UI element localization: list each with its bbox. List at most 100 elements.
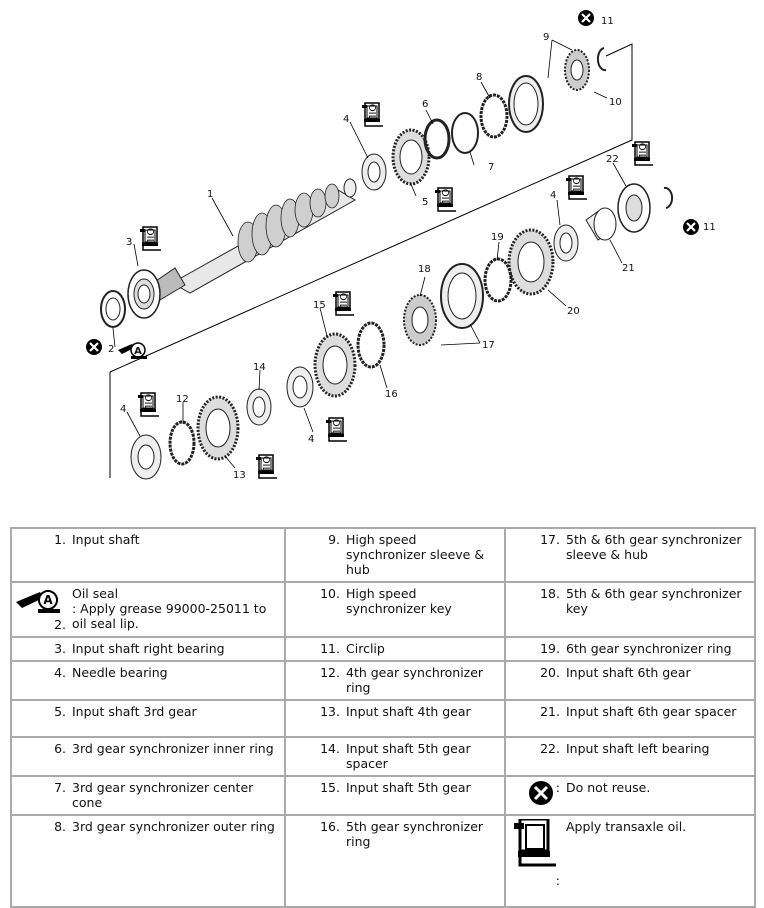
- legend-cell: 22.Input shaft left bearing: [504, 736, 756, 777]
- callout-10: 10: [609, 97, 622, 108]
- do-not-reuse-icon: [84, 337, 104, 357]
- callout-17: 17: [482, 340, 495, 351]
- legend-number: 10.: [320, 586, 340, 601]
- parts-legend-table: 1. Input shaft 9. High speed synchronizer s…: [10, 527, 756, 908]
- oil-can-icon: [255, 454, 278, 479]
- legend-cell: 9. High speed synchronizer sleeve & hub: [284, 527, 506, 583]
- legend-number: 21.: [540, 704, 560, 719]
- svg-text:A: A: [134, 346, 142, 357]
- legend-cell: 20. Input shaft 6th gear: [504, 660, 756, 701]
- circlip-upper: [596, 47, 607, 72]
- callout-16: 16: [385, 389, 398, 400]
- legend-cell: 5.Input shaft 3rd gear: [10, 699, 286, 738]
- legend-number: 3.: [54, 641, 66, 656]
- legend-description: Input shaft right bearing: [72, 641, 225, 656]
- oil-seal: [100, 290, 126, 328]
- input-shaft-6th-gear: [507, 228, 555, 296]
- callout-13: 13: [233, 470, 246, 481]
- legend-number: 7.: [54, 780, 66, 795]
- legend-description: 5th & 6th gear synchronizer key: [566, 586, 742, 616]
- legend-description: Input shaft 6th gear: [566, 665, 691, 680]
- oil-can-icon: [434, 187, 457, 212]
- legend-cell: :Apply transaxle oil.: [504, 814, 756, 908]
- legend-cell: 16.5th gear synchronizer ring: [284, 814, 506, 908]
- legend-number: 4.: [54, 665, 66, 680]
- oil-can-icon: [139, 226, 162, 251]
- legend-cell: 19. 6th gear synchronizer ring: [504, 636, 756, 662]
- needle-bearing-upper: [361, 153, 387, 191]
- callout-14: 14: [253, 362, 266, 373]
- input-shaft-left-bearing: [617, 183, 651, 233]
- callout-2: 2: [108, 344, 114, 355]
- legend-cell: 7.3rd gear synchronizer center cone: [10, 775, 286, 816]
- svg-text:A: A: [43, 593, 53, 607]
- legend-description: Input shaft 5th gear: [346, 780, 471, 795]
- input-shaft-4th-gear: [196, 395, 240, 461]
- oil-can-icon: [361, 102, 384, 127]
- legend-description: 5th gear synchronizer ring: [346, 819, 484, 849]
- callout-11: 11: [703, 222, 716, 233]
- do-not-reuse-icon: [576, 8, 596, 28]
- callout-5: 5: [422, 197, 428, 208]
- legend-cell: 6.3rd gear synchronizer inner ring: [10, 736, 286, 777]
- 6th-gear-spacer: [585, 207, 617, 241]
- 4th-gear-synchro-ring: [168, 420, 196, 466]
- legend-description: Apply transaxle oil.: [566, 819, 687, 834]
- do-not-reuse-icon: [681, 217, 701, 237]
- grease-icon: A: [14, 586, 66, 617]
- legend-colon: :: [555, 780, 560, 795]
- 3rd-gear-synchro-inner-ring: [423, 118, 451, 160]
- legend-description: High speed synchronizer key: [346, 586, 452, 616]
- 5th-gear-synchro-ring: [356, 321, 386, 369]
- legend-number: 1.: [54, 532, 66, 547]
- callout-4: 4: [343, 114, 349, 125]
- leader-lines: [112, 39, 627, 469]
- input-shaft-5th-gear: [313, 332, 357, 398]
- legend-cell: :Do not reuse.: [504, 775, 756, 816]
- grease-icon: A: [118, 342, 147, 359]
- oil-can-icon: [137, 392, 160, 417]
- legend-cell: 11. Circlip: [284, 636, 506, 662]
- input-shaft: [149, 178, 357, 301]
- legend-cell: 3. Input shaft right bearing: [10, 636, 286, 662]
- legend-cell: 12.4th gear synchronizer ring: [284, 660, 506, 701]
- legend-cell: 17.5th & 6th gear synchronizer sleeve & …: [504, 527, 756, 583]
- callout-11: 11: [601, 16, 614, 27]
- legend-description: Circlip: [346, 641, 385, 656]
- legend-cell: 21. Input shaft 6th gear spacer: [504, 699, 756, 738]
- callout-12: 12: [176, 394, 189, 405]
- do-not-reuse-icon: :: [510, 780, 566, 806]
- legend-number: 9.: [328, 532, 340, 547]
- circlip-lower: [663, 186, 674, 209]
- legend-description: 6th gear synchronizer ring: [566, 641, 732, 656]
- legend-number: 19.: [540, 641, 560, 656]
- oil-can-icon: [332, 291, 355, 316]
- legend-number: 20.: [540, 665, 560, 680]
- legend-description: 5th & 6th gear synchronizer sleeve & hub: [566, 532, 742, 562]
- legend-number: 13.: [320, 704, 340, 719]
- legend-number: 11.: [320, 641, 340, 656]
- callout-1: 1: [207, 189, 213, 200]
- callout-21: 21: [622, 263, 635, 274]
- callout-4: 4: [308, 434, 314, 445]
- exploded-parts-diagram: OIL: [84, 8, 716, 481]
- oil-can-icon: :: [510, 819, 566, 888]
- callout-20: 20: [567, 306, 580, 317]
- legend-number: 14.: [320, 741, 340, 756]
- legend-description: Input shaft 6th gear spacer: [566, 704, 737, 719]
- callout-15: 15: [313, 300, 326, 311]
- legend-description: High speed synchronizer sleeve & hub: [346, 532, 485, 577]
- callout-3: 3: [126, 237, 132, 248]
- callout-8: 8: [476, 72, 482, 83]
- high-speed-synchro-sleeve-hub: [508, 49, 590, 133]
- 5th-6th-synchro-sleeve-hub: [403, 263, 484, 346]
- 3rd-gear-synchro-outer-ring: [479, 93, 509, 139]
- callout-19: 19: [491, 232, 504, 243]
- callout-4: 4: [550, 190, 556, 201]
- legend-description: 3rd gear synchronizer inner ring: [72, 741, 274, 756]
- legend-description: Input shaft: [72, 532, 140, 547]
- legend-number: 5.: [54, 704, 66, 719]
- needle-bearing-6th: [553, 224, 579, 262]
